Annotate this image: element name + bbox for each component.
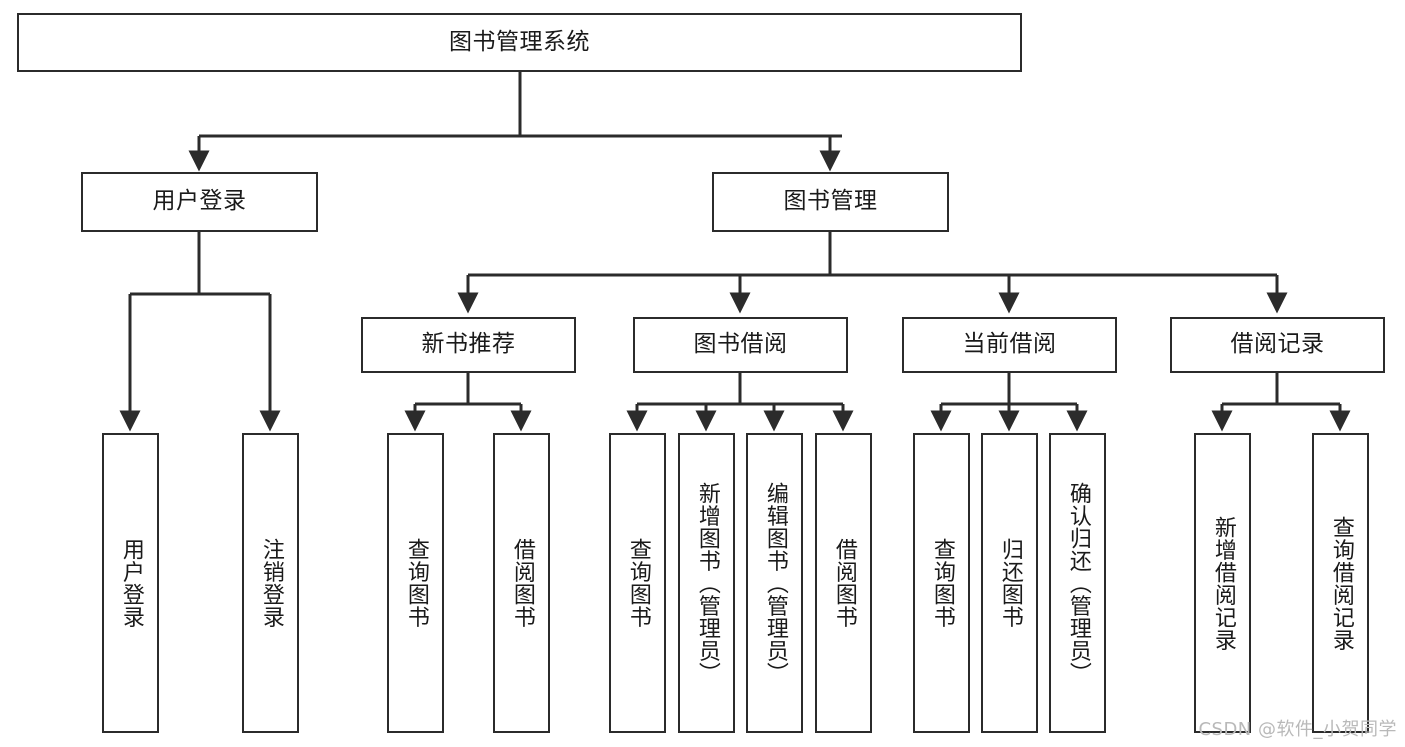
node-user-login[interactable]: 用户登录 bbox=[81, 172, 318, 232]
node-leaf-confirm-return-label: 确认归还（管理员） bbox=[1065, 481, 1091, 685]
node-user-login-label: 用户登录 bbox=[152, 188, 247, 215]
node-leaf-query-book-2[interactable]: 查询图书 bbox=[609, 433, 666, 733]
node-leaf-query-book-3-label: 查询图书 bbox=[929, 538, 955, 628]
node-book-manage[interactable]: 图书管理 bbox=[712, 172, 949, 232]
node-leaf-add-record-label: 新增借阅记录 bbox=[1210, 515, 1236, 651]
node-leaf-query-record[interactable]: 查询借阅记录 bbox=[1312, 433, 1369, 733]
node-book-manage-label: 图书管理 bbox=[783, 188, 878, 215]
node-book-borrow-label: 图书借阅 bbox=[693, 331, 788, 358]
node-leaf-query-book-2-label: 查询图书 bbox=[625, 538, 651, 628]
node-leaf-edit-book-label: 编辑图书（管理员） bbox=[762, 481, 788, 685]
node-leaf-logout-label: 注销登录 bbox=[258, 538, 284, 628]
node-leaf-return-book[interactable]: 归还图书 bbox=[981, 433, 1038, 733]
node-leaf-edit-book[interactable]: 编辑图书（管理员） bbox=[746, 433, 803, 733]
node-leaf-borrow-book-1[interactable]: 借阅图书 bbox=[493, 433, 550, 733]
node-borrow-record-label: 借阅记录 bbox=[1230, 331, 1325, 358]
node-current-borrow-label: 当前借阅 bbox=[962, 331, 1057, 358]
node-leaf-query-book-1[interactable]: 查询图书 bbox=[387, 433, 444, 733]
node-leaf-query-book-1-label: 查询图书 bbox=[403, 538, 429, 628]
node-new-book-rec-label: 新书推荐 bbox=[421, 331, 516, 358]
node-new-book-rec[interactable]: 新书推荐 bbox=[361, 317, 576, 373]
node-leaf-confirm-return[interactable]: 确认归还（管理员） bbox=[1049, 433, 1106, 733]
node-leaf-query-book-3[interactable]: 查询图书 bbox=[913, 433, 970, 733]
node-leaf-query-record-label: 查询借阅记录 bbox=[1328, 515, 1354, 651]
node-leaf-return-book-label: 归还图书 bbox=[997, 538, 1023, 628]
node-book-borrow[interactable]: 图书借阅 bbox=[633, 317, 848, 373]
node-leaf-add-book-label: 新增图书（管理员） bbox=[694, 481, 720, 685]
node-borrow-record[interactable]: 借阅记录 bbox=[1170, 317, 1385, 373]
node-leaf-user-login[interactable]: 用户登录 bbox=[102, 433, 159, 733]
node-root[interactable]: 图书管理系统 bbox=[17, 13, 1022, 72]
node-leaf-borrow-book-1-label: 借阅图书 bbox=[509, 538, 535, 628]
node-leaf-user-login-label: 用户登录 bbox=[118, 538, 144, 628]
node-leaf-borrow-book-2[interactable]: 借阅图书 bbox=[815, 433, 872, 733]
node-leaf-add-record[interactable]: 新增借阅记录 bbox=[1194, 433, 1251, 733]
node-current-borrow[interactable]: 当前借阅 bbox=[902, 317, 1117, 373]
node-leaf-logout[interactable]: 注销登录 bbox=[242, 433, 299, 733]
node-root-label: 图书管理系统 bbox=[449, 28, 590, 55]
node-leaf-add-book[interactable]: 新增图书（管理员） bbox=[678, 433, 735, 733]
node-leaf-borrow-book-2-label: 借阅图书 bbox=[831, 538, 857, 628]
watermark-text: CSDN @软件_小贺同学 bbox=[1198, 719, 1397, 740]
